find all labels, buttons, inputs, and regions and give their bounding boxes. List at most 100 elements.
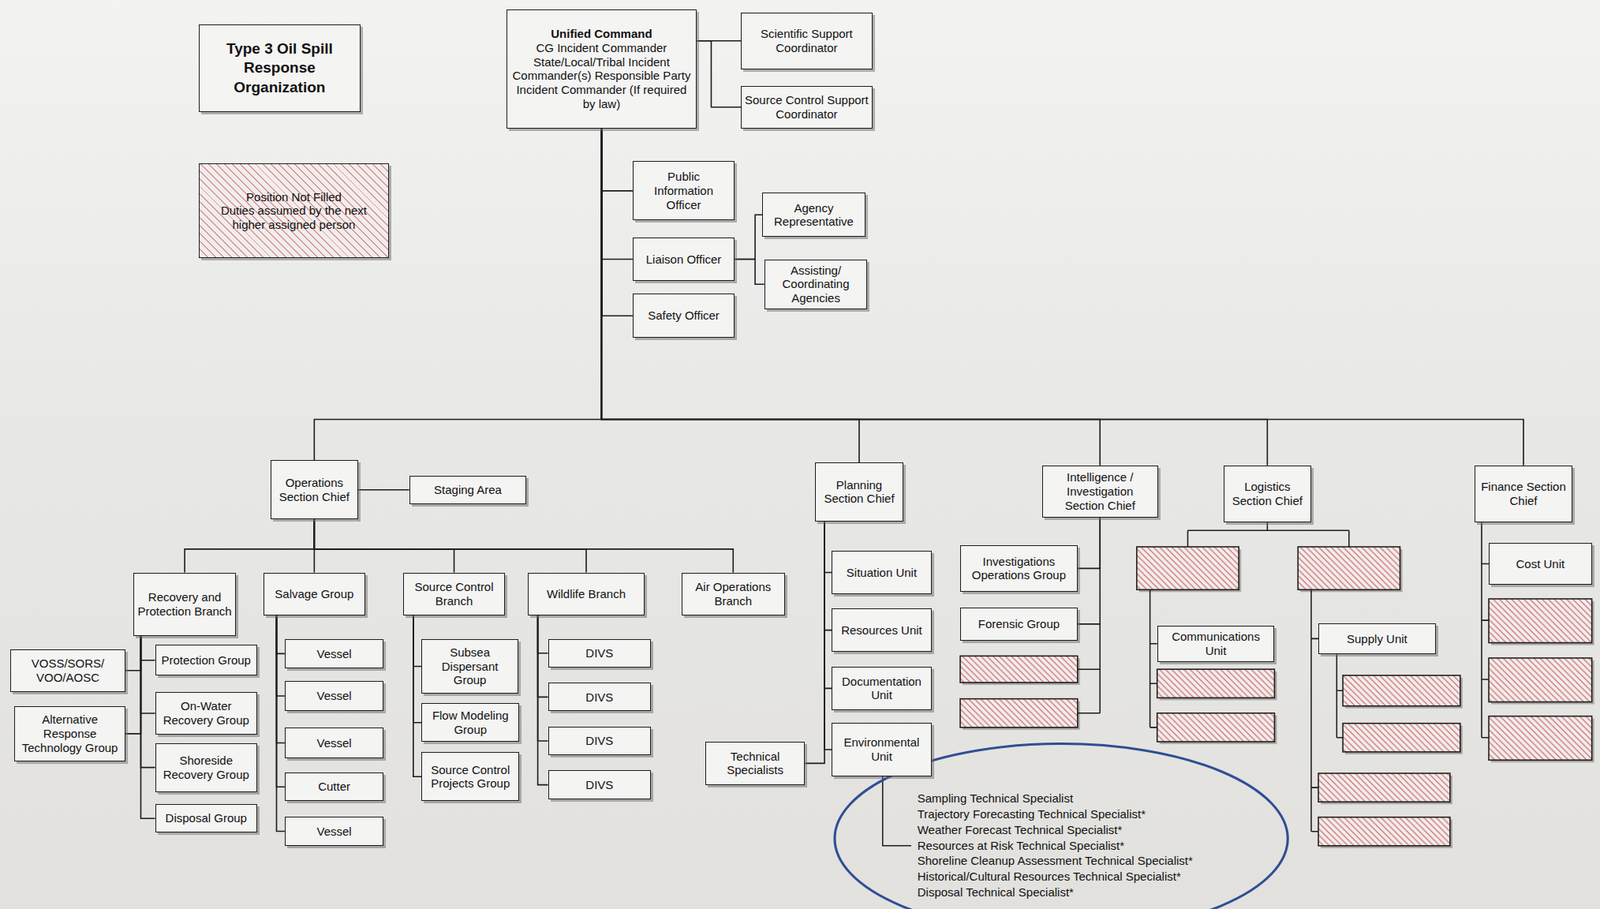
box-label: Wildlife Branch: [531, 586, 642, 602]
vacant-box: [1157, 713, 1278, 744]
connector: [276, 615, 285, 832]
box-label: Subsea Dispersant Group: [425, 645, 515, 688]
tree-line: [1150, 589, 1158, 728]
org-box: Investigations Operations Group: [960, 545, 1078, 592]
connector: [140, 635, 155, 819]
vacant-box: [1488, 657, 1595, 705]
connector: [184, 519, 315, 572]
org-box: Environmental Unit: [831, 722, 932, 778]
connector: [538, 615, 549, 697]
org-box: Liaison Officer: [632, 237, 735, 281]
connector: [538, 615, 549, 741]
connector: [276, 615, 285, 655]
box-label: Forensic Group: [964, 616, 1074, 632]
tree-line: [1481, 563, 1489, 738]
org-box: Vessel: [284, 727, 384, 759]
org-box: VOSS/SORS/ VOO/AOSC: [10, 649, 126, 692]
connector: [601, 128, 633, 260]
connector: [276, 615, 285, 744]
org-box: Operations Section Chief: [270, 459, 359, 520]
connector: [538, 615, 549, 786]
box-label: Flow Modeling Group: [425, 708, 516, 737]
org-box: Shoreside Recovery Group: [155, 743, 258, 793]
connector: [804, 521, 825, 764]
org-box: Recovery and Protection Branch: [133, 572, 236, 636]
tree-line: [1077, 623, 1100, 714]
connector: [358, 489, 410, 491]
box-label: Documentation Unit: [835, 674, 928, 703]
org-box: Situation Unit: [831, 550, 932, 594]
org-box: Unified CommandCG Incident Commander Sta…: [506, 9, 698, 129]
connector: [824, 521, 832, 631]
box-label: Liaison Officer: [636, 252, 731, 267]
org-box: Cutter: [284, 772, 384, 801]
org-box: Protection Group: [155, 644, 258, 676]
box-body: CG Incident Commander State/Local/Tribal…: [510, 41, 694, 111]
box-label: DIVS: [552, 733, 648, 748]
box-label: Investigations Operations Group: [964, 554, 1074, 583]
box-label: Staging Area: [413, 482, 524, 498]
box-label: Vessel: [288, 824, 380, 839]
org-box: Cost Unit: [1488, 542, 1593, 585]
legend-box: Position Not FilledDuties assumed by the…: [198, 163, 389, 258]
connector: [314, 519, 454, 572]
box-label: Vessel: [288, 688, 380, 703]
connector: [1077, 517, 1100, 625]
box-label: DIVS: [552, 777, 648, 793]
connector: [125, 635, 141, 671]
connector: [413, 615, 422, 777]
box-label: Operations Section Chief: [274, 475, 355, 504]
box-label: Environmental Unit: [835, 735, 928, 763]
org-box: Agency Representative: [762, 192, 866, 237]
specialist-label: Shoreline Cleanup Assessment Technical S…: [917, 852, 1193, 869]
box-label: Vessel: [288, 736, 380, 751]
box-label: Shoreside Recovery Group: [159, 753, 254, 782]
box-label: Assisting/ Coordinating Agencies: [768, 263, 864, 306]
connector: [140, 635, 155, 714]
org-box: Safety Officer: [632, 293, 735, 338]
box-label: Resources Unit: [835, 623, 928, 638]
org-box: Staging Area: [409, 475, 528, 505]
org-box: Finance Section Chief: [1474, 465, 1573, 523]
connector: [601, 128, 1100, 466]
org-box: Public Information Officer: [632, 160, 735, 221]
connector: [824, 521, 832, 688]
connector: [276, 615, 285, 787]
org-box: Source Control Support Coordinator: [740, 85, 873, 129]
diagram-title: Type 3 Oil Spill Response Organization: [205, 39, 353, 98]
connector: [601, 128, 633, 316]
org-box: Scientific Support Coordinator: [740, 12, 873, 70]
org-box: DIVS: [548, 682, 652, 711]
bracket-line: [882, 776, 912, 846]
box-label: Source Control Support Coordinator: [744, 93, 869, 121]
connector: [696, 41, 741, 108]
org-box: On-Water Recovery Group: [155, 691, 258, 735]
vacant-box: [1136, 546, 1242, 592]
box-label: Source Control Branch: [407, 579, 501, 608]
box-label: Scientific Support Coordinator: [744, 26, 869, 55]
org-box: Documentation Unit: [831, 666, 932, 711]
tree-line: [1187, 522, 1349, 547]
vacant-box: [1488, 716, 1595, 763]
connector: [824, 521, 832, 573]
vacant-box: [1318, 817, 1453, 849]
box-label: Alternative Response Technology Group: [18, 712, 122, 755]
org-box: Vessel: [284, 680, 384, 712]
org-box: DIVS: [548, 639, 652, 668]
box-label: Supply Unit: [1322, 631, 1432, 647]
specialist-list: Sampling Technical SpecialistTrajectory …: [917, 790, 1193, 900]
connector: [601, 128, 1524, 466]
box-label: Technical Specialists: [709, 749, 802, 778]
org-box: Planning Section Chief: [814, 462, 903, 522]
box-label: Intelligence / Investigation Section Chi…: [1046, 470, 1155, 513]
org-box: DIVS: [548, 770, 652, 799]
vacant-box: [1488, 598, 1595, 646]
connector: [1481, 522, 1489, 564]
box-label: Finance Section Chief: [1478, 479, 1569, 508]
connector: [734, 214, 763, 259]
box-label: DIVS: [552, 646, 648, 661]
connector: [538, 615, 549, 654]
specialist-label: Trajectory Forecasting Technical Special…: [917, 806, 1193, 823]
